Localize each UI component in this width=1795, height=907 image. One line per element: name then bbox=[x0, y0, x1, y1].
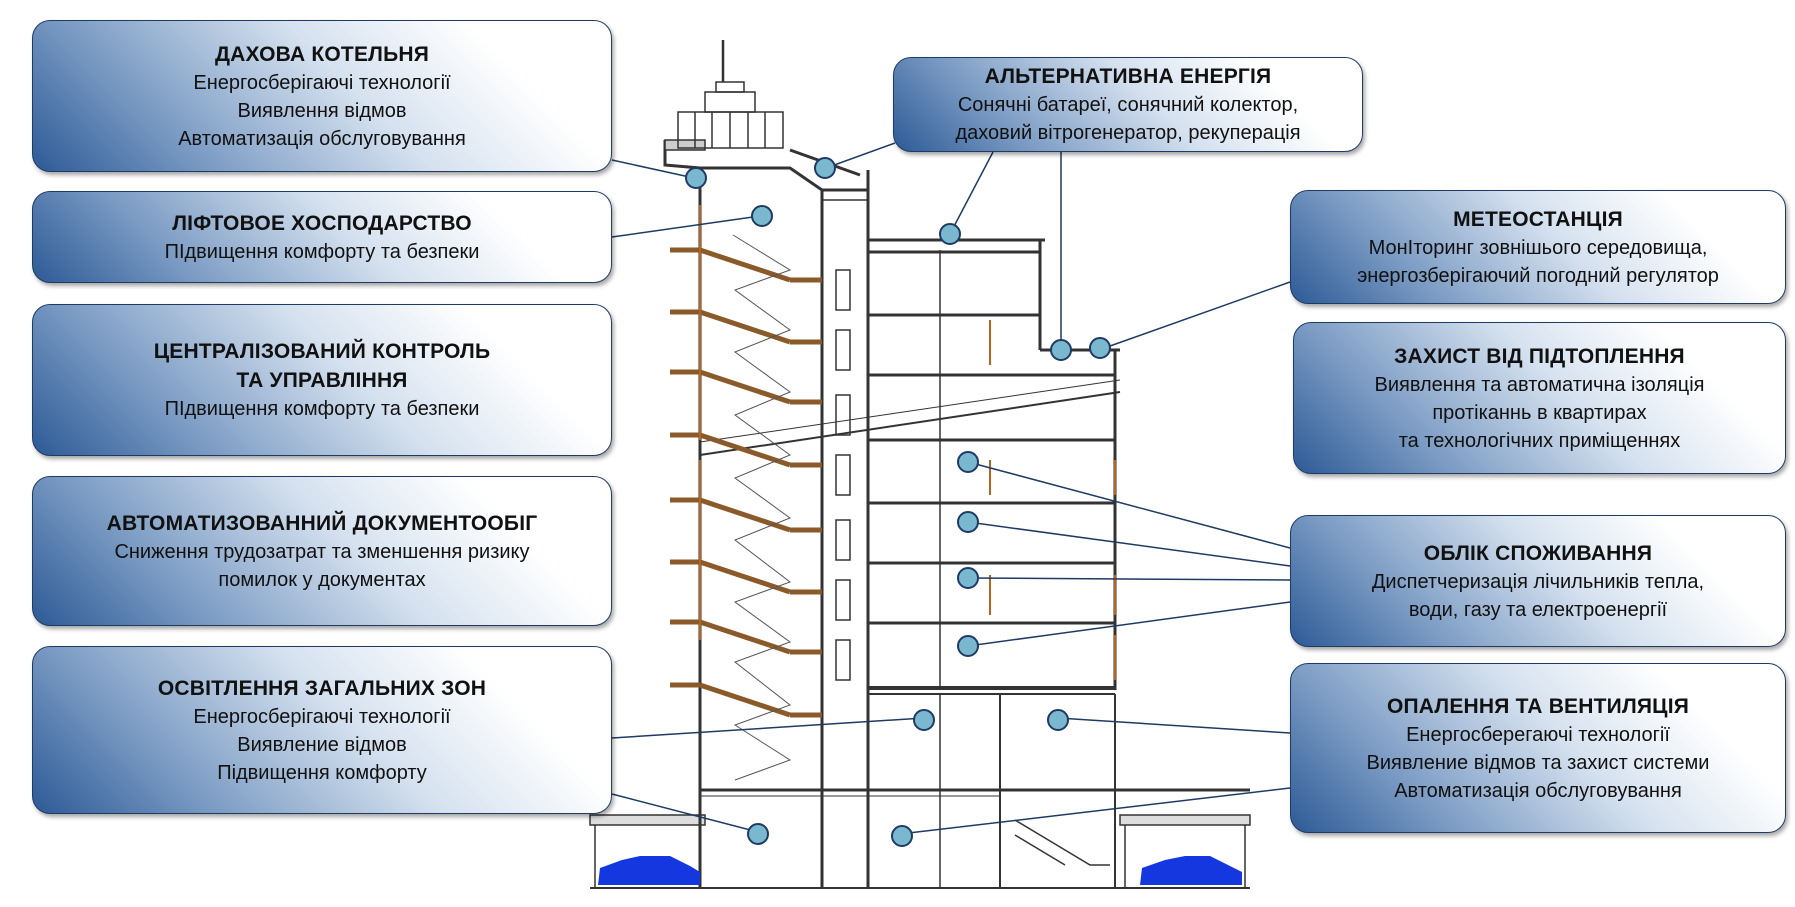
box-roof-boiler: ДАХОВА КОТЕЛЬНЯ Енергосберігаючі техноло… bbox=[32, 20, 612, 172]
lighting-line: Виявление відмов bbox=[237, 733, 407, 756]
marker-weather bbox=[1089, 337, 1111, 359]
heating-line: Енергосберегаючі технології bbox=[1406, 723, 1670, 746]
box-heating-ventilation: ОПАЛЕННЯ ТА ВЕНТИЛЯЦІЯ Енергосберегаючі … bbox=[1290, 663, 1786, 833]
alt-energy-line: Сонячні батареї, сонячний колектор, bbox=[957, 94, 1299, 116]
box-alt-energy: АЛЬТЕРНАТИВНА ЕНЕРГІЯ Сонячні батареї, с… bbox=[893, 57, 1363, 152]
weather-line: энергозберігаючий погодний регулятор bbox=[1357, 264, 1719, 287]
flood-line: протіканнь в квартирах bbox=[1432, 401, 1647, 424]
marker-lighting-2 bbox=[747, 823, 769, 845]
alt-energy-title: АЛЬТЕРНАТИВНА ЕНЕРГІЯ bbox=[984, 65, 1272, 88]
right-car bbox=[1140, 856, 1242, 885]
lighting-title: ОСВІТЛЕННЯ ЗАГАЛЬНИХ ЗОН bbox=[157, 676, 487, 700]
marker-metering-3 bbox=[957, 567, 979, 589]
flood-title: ЗАХИСТ ВІД ПІДТОПЛЕННЯ bbox=[1394, 344, 1685, 368]
elevators-title: ЛІФТОВОЕ ХОСПОДАРСТВО bbox=[172, 211, 472, 235]
metering-title: ОБЛІК СПОЖИВАННЯ bbox=[1423, 541, 1653, 565]
marker-metering-1 bbox=[957, 451, 979, 473]
flood-line: та технологічних приміщеннях bbox=[1398, 429, 1681, 452]
marker-alt-energy-3 bbox=[1050, 339, 1072, 361]
roof-boiler-line: Автоматизація обслуговування bbox=[178, 127, 466, 150]
central-control-title: ЦЕНТРАЛІЗОВАНИЙ КОНТРОЛЬ bbox=[153, 340, 491, 363]
marker-roof-boiler bbox=[685, 167, 707, 189]
marker-heating-2 bbox=[891, 825, 913, 847]
heating-title: ОПАЛЕННЯ ТА ВЕНТИЛЯЦІЯ bbox=[1386, 694, 1690, 718]
central-control-title-2: ТА УПРАВЛІННЯ bbox=[236, 369, 408, 392]
documents-line: Сниження трудозатрат та зменшення ризику bbox=[114, 540, 530, 563]
box-documents: АВТОМАТИЗОВАННИЙ ДОКУМЕНТООБІГ Сниження … bbox=[32, 476, 612, 626]
marker-metering-2 bbox=[957, 511, 979, 533]
lighting-line: Енергосберігаючі технології bbox=[193, 705, 451, 728]
left-car bbox=[598, 856, 700, 885]
documents-title: АВТОМАТИЗОВАННИЙ ДОКУМЕНТООБІГ bbox=[106, 511, 538, 535]
weather-line: МонІторинг зовнішього середовища, bbox=[1368, 236, 1708, 259]
weather-title: МЕТЕОСТАНЦІЯ bbox=[1453, 207, 1623, 231]
box-weather-station: МЕТЕОСТАНЦІЯ МонІторинг зовнішього серед… bbox=[1290, 190, 1786, 304]
marker-metering-4 bbox=[957, 635, 979, 657]
metering-line: Диспетчеризація лічильників тепла, bbox=[1371, 570, 1705, 593]
marker-lighting bbox=[913, 709, 935, 731]
box-lighting: ОСВІТЛЕННЯ ЗАГАЛЬНИХ ЗОН Енергосберігаюч… bbox=[32, 646, 612, 814]
box-consumption-metering: ОБЛІК СПОЖИВАННЯ Диспетчеризація лічильн… bbox=[1290, 515, 1786, 647]
alt-energy-line: даховий вітрогенератор, рекуперація bbox=[955, 122, 1301, 144]
elevators-line: ПІдвищення комфорту та безпеки bbox=[164, 240, 480, 263]
lighting-line: Підвищення комфорту bbox=[217, 761, 427, 784]
metering-line: води, газу та електроенергії bbox=[1408, 598, 1668, 621]
marker-elevator bbox=[751, 205, 773, 227]
roof-boiler-line: Енергосберігаючі технології bbox=[193, 71, 451, 94]
box-flood-protection: ЗАХИСТ ВІД ПІДТОПЛЕННЯ Виявлення та авто… bbox=[1293, 322, 1786, 474]
central-control-line: ПІдвищення комфорту та безпеки bbox=[164, 398, 480, 420]
marker-alt-energy-2 bbox=[939, 223, 961, 245]
roof-boiler-title: ДАХОВА КОТЕЛЬНЯ bbox=[214, 42, 430, 66]
heating-line: Автоматизація обслуговування bbox=[1394, 779, 1682, 802]
box-central-control: ЦЕНТРАЛІЗОВАНИЙ КОНТРОЛЬ ТА УПРАВЛІННЯ П… bbox=[32, 304, 612, 456]
roof-boiler-line: Виявлення відмов bbox=[237, 99, 407, 122]
documents-line: помилок у документах bbox=[218, 568, 426, 591]
box-elevators: ЛІФТОВОЕ ХОСПОДАРСТВО ПІдвищення комфорт… bbox=[32, 191, 612, 283]
marker-heating bbox=[1047, 709, 1069, 731]
heating-line: Виявление відмов та захист системи bbox=[1366, 751, 1710, 774]
flood-line: Виявлення та автоматична ізоляція bbox=[1374, 373, 1705, 396]
marker-alt-energy-1 bbox=[814, 157, 836, 179]
